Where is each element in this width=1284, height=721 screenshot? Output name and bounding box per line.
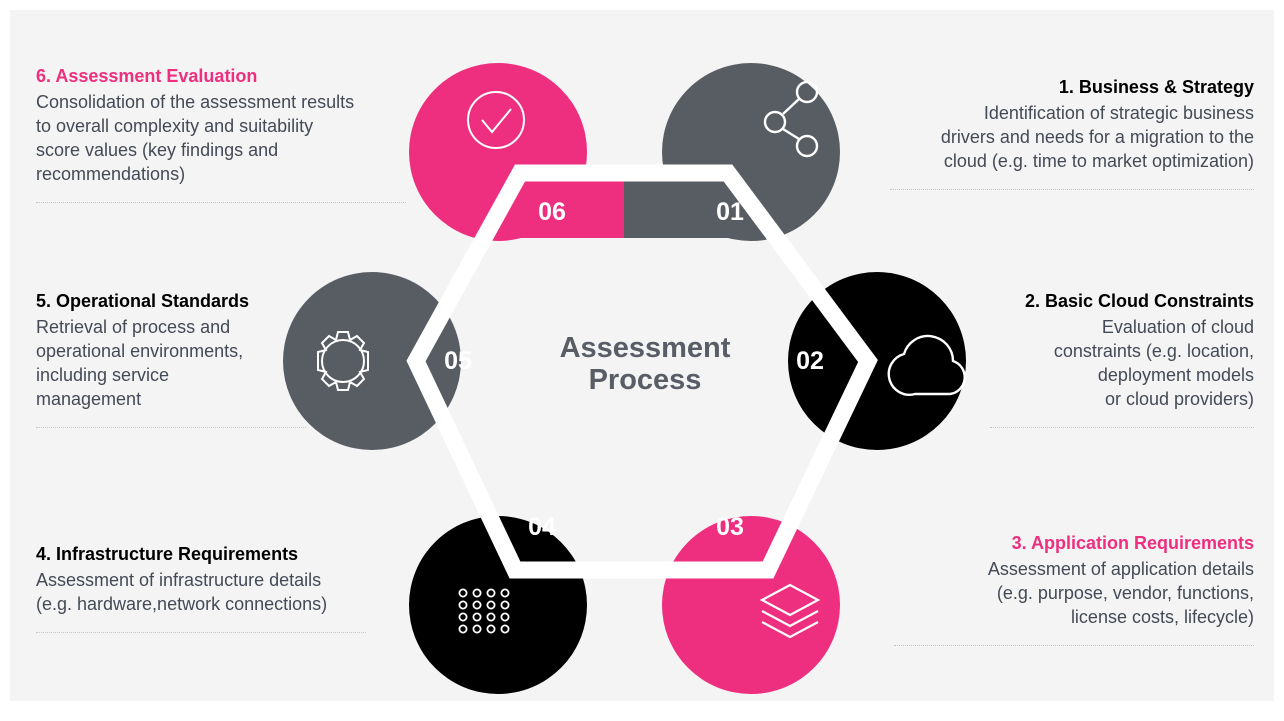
step-05-title: 5. Operational Standards <box>36 291 250 311</box>
step-04-block: 4. Infrastructure Requirements Assessmen… <box>36 542 366 633</box>
dot-grid-dot <box>472 588 482 598</box>
hexagon-cycle-graphic <box>283 63 966 694</box>
step-03-line3: license costs, lifecycle) <box>1070 607 1254 627</box>
dot-grid-dot <box>486 588 496 598</box>
dot-grid-dot <box>500 624 510 634</box>
dot-grid-dot <box>500 600 510 610</box>
center-title: Assessment Process <box>545 332 745 396</box>
step-01-divider <box>890 189 1254 190</box>
hexagon-outline <box>406 164 878 579</box>
step-05-line1: Retrieval of process and <box>36 317 231 337</box>
dot-grid-dot <box>486 612 496 622</box>
step-05-line3: including service <box>36 365 170 385</box>
step-06-line1: Consolidation of the assessment results <box>36 92 355 112</box>
step-05-number: 05 <box>444 347 472 375</box>
dot-grid-dot <box>500 612 510 622</box>
step-06-line4: recommendations) <box>36 164 186 184</box>
dot-grid-dot <box>472 600 482 610</box>
step-06-number: 06 <box>538 198 566 226</box>
step-02-number: 02 <box>796 347 824 375</box>
circle-03 <box>662 516 840 694</box>
dot-grid-dot <box>458 588 468 598</box>
dot-grid-icon <box>458 588 510 634</box>
step-06-title: 6. Assessment Evaluation <box>36 66 258 86</box>
step-05-divider <box>36 427 306 428</box>
dot-grid-dot <box>458 600 468 610</box>
step-01-line3: cloud (e.g. time to market optimization) <box>943 151 1254 171</box>
step-04-number: 04 <box>528 513 556 541</box>
center-title-line2: Process <box>588 364 702 396</box>
dot-grid-dot <box>472 624 482 634</box>
step-02-line1: Evaluation of cloud <box>1101 317 1254 337</box>
step-04-line2: (e.g. hardware,network connections) <box>36 594 328 614</box>
step-01-number: 01 <box>716 198 744 226</box>
step-05-line2: operational environments, <box>36 341 244 361</box>
step-02-line4: or cloud providers) <box>1104 389 1254 409</box>
step-03-block: 3. Application Requirements Assessment o… <box>894 531 1254 646</box>
gear-icon <box>317 331 369 391</box>
step-03-line2: (e.g. purpose, vendor, functions, <box>996 583 1254 603</box>
step-02-line3: deployment models <box>1097 365 1254 385</box>
step-05-block: 5. Operational Standards Retrieval of pr… <box>36 289 306 428</box>
step-01-title: 1. Business & Strategy <box>1058 77 1254 97</box>
step-01-line2: drivers and needs for a migration to the <box>940 127 1254 147</box>
step-02-line2: constraints (e.g. location, <box>1053 341 1254 361</box>
circle-04 <box>409 516 587 694</box>
step-06-line3: score values (key findings and <box>36 140 279 160</box>
center-title-line1: Assessment <box>559 332 731 364</box>
step-06-divider <box>36 202 406 203</box>
step-04-title: 4. Infrastructure Requirements <box>36 544 299 564</box>
dot-grid-dot <box>500 588 510 598</box>
check-circle-icon <box>467 91 525 149</box>
step-02-divider <box>990 427 1254 428</box>
step-01-block: 1. Business & Strategy Identification of… <box>890 75 1254 190</box>
dot-grid-dot <box>486 600 496 610</box>
dot-grid-dot <box>458 624 468 634</box>
step-03-number: 03 <box>716 513 744 541</box>
share-nodes-icon <box>763 80 819 158</box>
layers-icon <box>759 583 821 639</box>
step-06-block: 6. Assessment Evaluation Consolidation o… <box>36 64 406 203</box>
dot-grid-dot <box>472 612 482 622</box>
step-03-title: 3. Application Requirements <box>1011 533 1254 553</box>
assessment-process-diagram: Assessment Process 06 01 02 03 04 05 6. … <box>10 10 1274 701</box>
step-05-line4: management <box>36 389 142 409</box>
cloud-icon <box>887 334 966 396</box>
step-01-line1: Identification of strategic business <box>983 103 1254 123</box>
step-03-line1: Assessment of application details <box>987 559 1254 579</box>
step-02-title: 2. Basic Cloud Constraints <box>1024 291 1254 311</box>
step-04-line1: Assessment of infrastructure details <box>36 570 322 590</box>
step-04-divider <box>36 632 366 633</box>
dot-grid-dot <box>486 624 496 634</box>
step-06-line2: to overall complexity and suitability <box>36 116 314 136</box>
step-03-divider <box>894 645 1254 646</box>
step-02-block: 2. Basic Cloud Constraints Evaluation of… <box>990 289 1254 428</box>
dot-grid-dot <box>458 612 468 622</box>
circle-05 <box>283 272 461 450</box>
